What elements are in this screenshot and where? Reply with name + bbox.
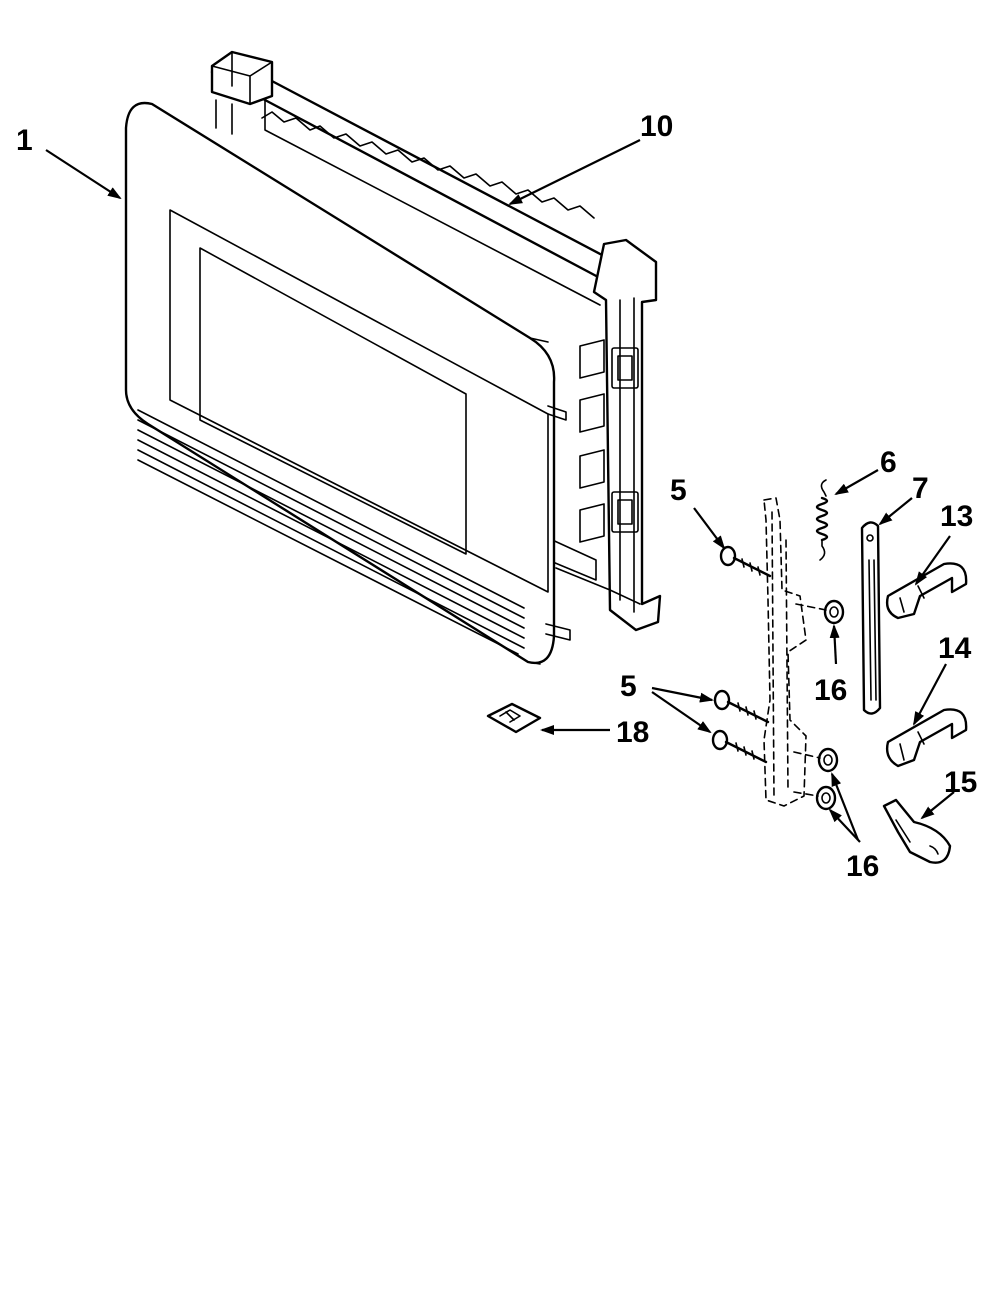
callout-5-lower: 5	[620, 670, 637, 703]
callout-10: 10	[640, 110, 673, 143]
hinge-part-18	[486, 702, 542, 734]
callout-6: 6	[880, 446, 897, 479]
screw-upper	[719, 545, 772, 578]
callout-labels: 1 10 5 6 7 13 14 16 5 18 15 16	[16, 110, 977, 883]
latch-bar-part	[860, 521, 882, 715]
leader-lines	[45, 139, 955, 843]
hinge-plate-outline	[763, 497, 807, 807]
door-panel-part	[124, 101, 571, 665]
latch-part-15	[882, 798, 952, 864]
latch-part-13	[885, 562, 968, 620]
washer-lower-a	[817, 747, 839, 773]
callout-14: 14	[938, 632, 972, 665]
callout-18: 18	[616, 716, 649, 749]
callout-15: 15	[944, 766, 977, 799]
spring-part	[815, 479, 829, 561]
door-frame-part	[210, 50, 662, 632]
latch-part-14	[885, 708, 968, 768]
washer-upper	[823, 599, 845, 625]
callout-7: 7	[912, 472, 929, 505]
callout-16-lower: 16	[846, 850, 879, 883]
callout-16-upper: 16	[814, 674, 847, 707]
screw-lower-a	[713, 689, 770, 724]
washer-lower-b	[815, 785, 837, 811]
callout-13: 13	[940, 500, 973, 533]
screw-lower-b	[711, 729, 768, 764]
callout-1: 1	[16, 124, 33, 157]
callout-5-upper: 5	[670, 474, 687, 507]
